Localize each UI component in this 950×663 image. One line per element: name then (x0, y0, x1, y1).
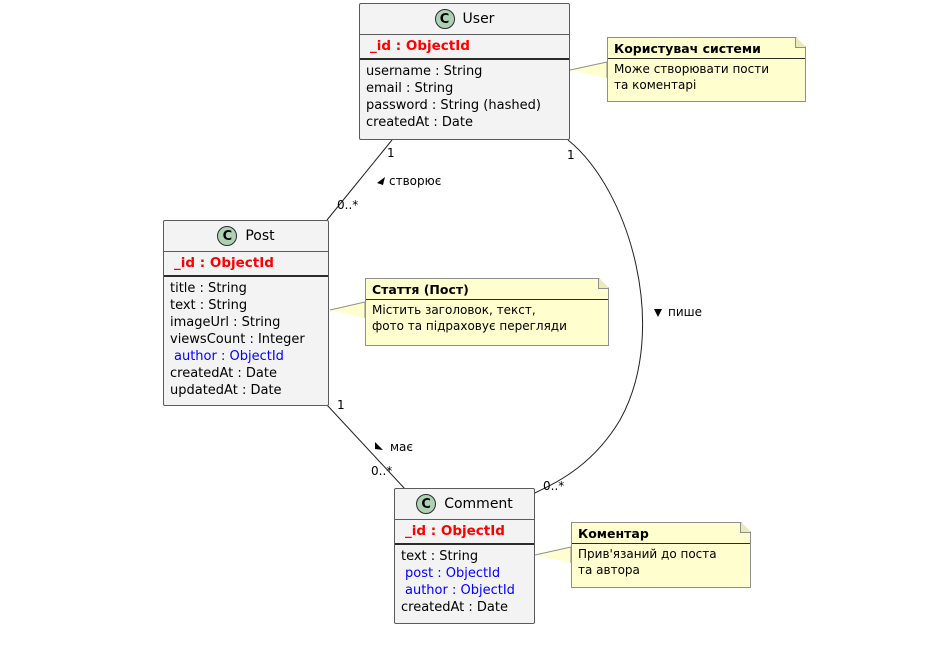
field: password : String (hashed) (366, 98, 541, 113)
class-post-header: C Post (164, 221, 328, 251)
class-post-id-field: _id : ObjectId (164, 251, 328, 277)
note-line: фото та підраховує перегляди (372, 319, 567, 333)
post-note-link (329, 301, 366, 318)
class-comment-name: Comment (444, 496, 513, 512)
has-line (326, 404, 406, 490)
class-badge-icon: C (217, 226, 238, 246)
writes-to-multiplicity: 0..* (543, 479, 565, 493)
field: text : String (170, 298, 248, 313)
note-line: Містить заголовок, текст, (372, 303, 536, 317)
foreign-key-field: post : ObjectId (405, 566, 501, 581)
user-note-link (569, 61, 608, 78)
class-comment[interactable]: C Comment _id : ObjectId text : String p… (394, 488, 535, 624)
note-user[interactable]: Користувач системи Може створювати пости… (607, 37, 806, 102)
field: createdAt : Date (366, 115, 473, 130)
note-fold-icon (598, 279, 608, 289)
class-user-name: User (462, 11, 495, 27)
creates-line (326, 139, 393, 221)
class-user-header: C User (360, 4, 569, 34)
note-title: Стаття (Пост) (366, 279, 608, 300)
writes-from-multiplicity: 1 (567, 148, 575, 162)
field: createdAt : Date (401, 600, 508, 615)
writes-arrow-icon (654, 309, 662, 317)
class-post-name: Post (245, 228, 275, 244)
has-to-multiplicity: 0..* (371, 464, 393, 478)
creates-to-multiplicity: 0..* (337, 198, 359, 212)
foreign-key-field: author : ObjectId (174, 349, 284, 364)
comment-note-link (534, 546, 572, 563)
writes-label: пише (668, 305, 703, 319)
field: viewsCount : Integer (170, 332, 305, 347)
creates-arrow-icon (377, 177, 385, 185)
class-user[interactable]: C User _id : ObjectId username : String … (359, 3, 570, 140)
class-comment-id-field: _id : ObjectId (395, 519, 534, 545)
creates-label: створює (389, 174, 442, 188)
class-user-id-field: _id : ObjectId (360, 34, 569, 60)
note-title: Користувач системи (608, 38, 805, 59)
class-comment-fields: text : String post : ObjectId author : O… (395, 545, 534, 620)
class-badge-icon: C (416, 494, 437, 514)
field: createdAt : Date (170, 366, 277, 381)
field: email : String (366, 81, 454, 96)
foreign-key-field: author : ObjectId (405, 583, 515, 598)
note-title: Коментар (572, 523, 750, 544)
has-from-multiplicity: 1 (337, 398, 345, 412)
note-fold-icon (740, 523, 750, 533)
note-line: Прив'язаний до поста (578, 547, 717, 561)
note-fold-icon (795, 38, 805, 48)
note-text: Може створювати пости та коментарі (608, 59, 805, 95)
field: text : String (401, 549, 479, 564)
class-post[interactable]: C Post _id : ObjectId title : String tex… (163, 220, 329, 406)
class-post-fields: title : String text : String imageUrl : … (164, 277, 328, 403)
note-line: та автора (578, 563, 640, 577)
class-comment-header: C Comment (395, 489, 534, 519)
note-text: Містить заголовок, текст, фото та підрах… (366, 300, 608, 336)
writes-line (534, 139, 644, 494)
creates-from-multiplicity: 1 (387, 146, 395, 160)
note-comment[interactable]: Коментар Прив'язаний до поста та автора (571, 522, 751, 588)
note-line: та коментарі (614, 78, 697, 92)
field: username : String (366, 64, 483, 79)
class-user-fields: username : String email : String passwor… (360, 60, 569, 135)
note-post[interactable]: Стаття (Пост) Містить заголовок, текст, … (365, 278, 609, 346)
field: title : String (170, 281, 247, 296)
has-label: має (390, 440, 413, 454)
field: updatedAt : Date (170, 383, 282, 398)
class-badge-icon: C (434, 9, 455, 29)
field: imageUrl : String (170, 315, 281, 330)
note-line: Може створювати пости (614, 62, 770, 76)
has-arrow-icon (375, 442, 383, 450)
note-text: Прив'язаний до поста та автора (572, 544, 750, 580)
